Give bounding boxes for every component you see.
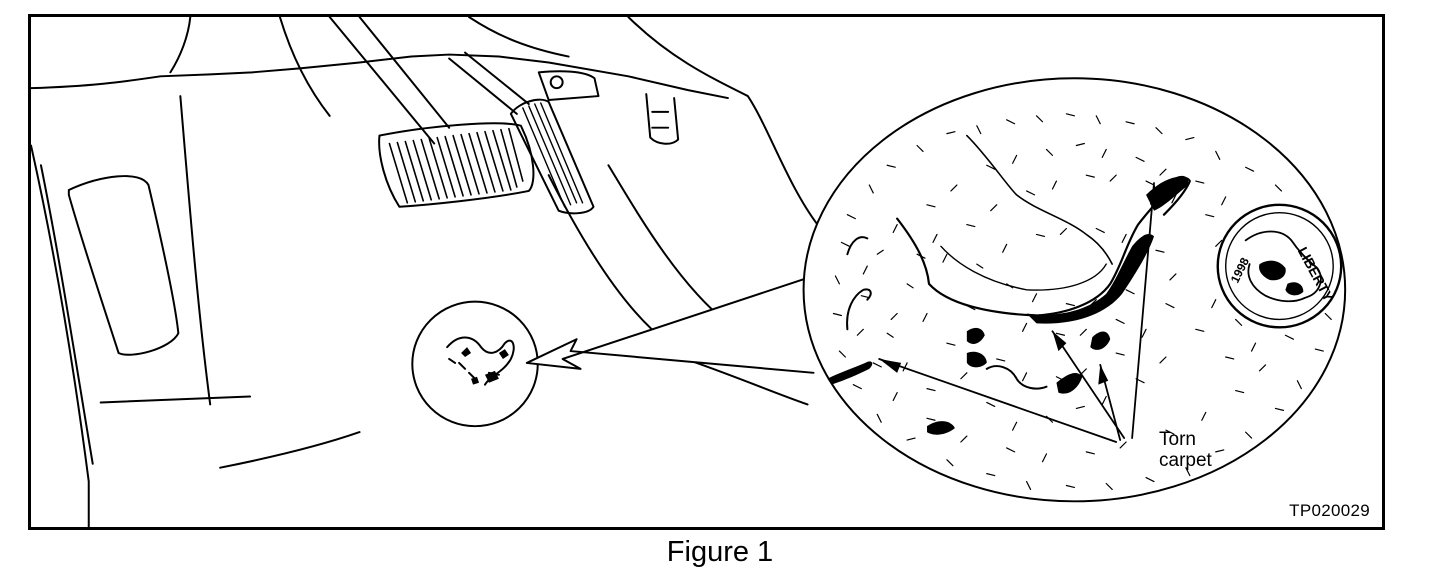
firewall-edge (169, 17, 192, 74)
torn-carpet-label: Torn carpet (1159, 429, 1212, 471)
kick-panel-edge (278, 17, 331, 117)
figure-caption: Figure 1 (666, 536, 774, 568)
figure-code: TP020029 (1289, 501, 1370, 520)
brake-pedal-pad (378, 122, 535, 208)
floor-damage-detail (411, 300, 539, 428)
brake-pedal-arm (328, 17, 451, 145)
magnify-arrow (525, 276, 815, 374)
firewall-outline (31, 53, 729, 100)
door-pocket (67, 175, 180, 356)
accelerator-pedal-pad (509, 98, 595, 215)
floor-pedal-illustration: LIBERTY 1998 (31, 17, 1347, 527)
figure-frame: LIBERTY 1998 Torn carpet TP020029 (28, 14, 1385, 530)
pedal-bracket (537, 70, 600, 102)
accelerator-arm (448, 51, 530, 115)
zoom-circle (802, 77, 1347, 503)
door-sill-line (31, 144, 90, 527)
carpet-texture (832, 113, 1332, 491)
